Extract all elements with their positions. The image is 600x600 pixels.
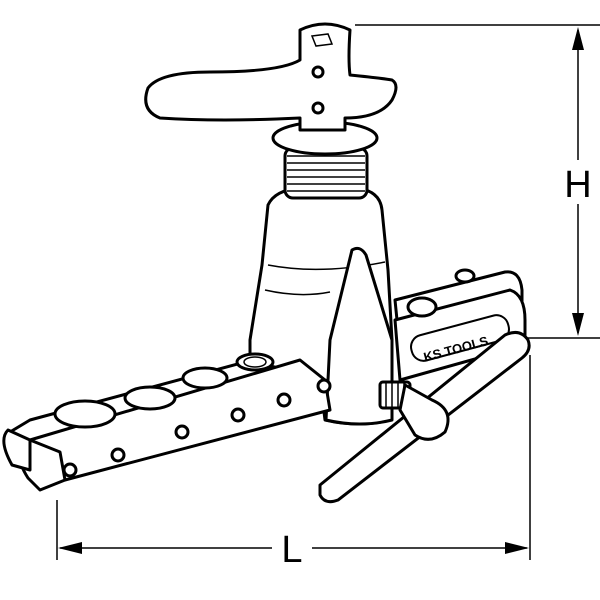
- height-label: H: [564, 164, 591, 206]
- handle-hole: [311, 65, 325, 79]
- flaring-bar-front: [2, 352, 332, 492]
- flaring-cone: [324, 246, 394, 426]
- height-dimension: H: [355, 24, 600, 339]
- handle-hole: [311, 101, 325, 115]
- length-label: L: [281, 529, 302, 571]
- clamp-wing-screw[interactable]: [318, 330, 531, 504]
- flaring-bar-right: KS TOOLS: [393, 268, 527, 382]
- length-dimension: L: [56, 355, 531, 571]
- t-handle[interactable]: [144, 22, 398, 132]
- feed-screw: [271, 120, 379, 200]
